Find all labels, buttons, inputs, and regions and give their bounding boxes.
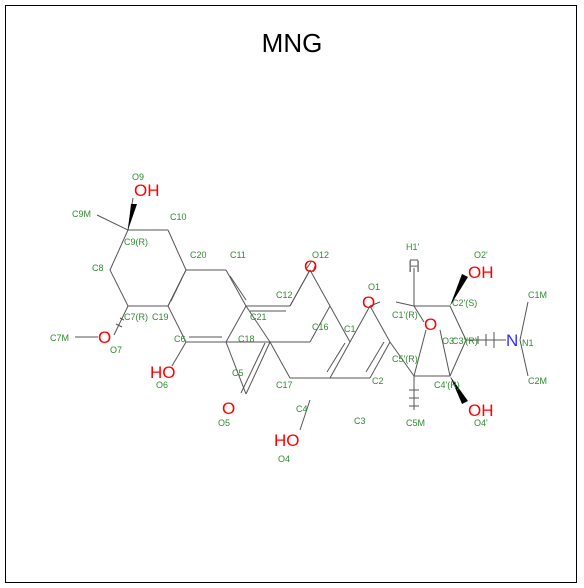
label-c5: C5 xyxy=(232,368,244,378)
diagram-frame xyxy=(5,5,577,583)
label-o7: O7 xyxy=(110,345,122,355)
label-c1p: C1'(R) xyxy=(392,310,418,320)
atom-o1: O xyxy=(362,293,375,312)
label-o4p: O4' xyxy=(474,418,488,428)
atom-labels: O9 C9M C9(R) C10 C8 C20 C11 O12 C12 H1' … xyxy=(50,172,547,464)
label-c2m: C2M xyxy=(528,376,547,386)
label-c7: C7(R) xyxy=(124,312,148,322)
label-o1: O1 xyxy=(368,282,380,292)
label-h1p: H1' xyxy=(406,242,420,252)
label-c11: C11 xyxy=(230,250,246,260)
atom-h1p: H xyxy=(408,257,420,276)
label-c2p: C2'(S) xyxy=(452,298,477,308)
label-c1: C1 xyxy=(344,324,356,334)
label-c21: C21 xyxy=(250,312,267,322)
label-c5p: C5'(R) xyxy=(392,354,418,364)
label-o2p: O2' xyxy=(474,250,488,260)
atom-oh4p: OH xyxy=(468,401,494,420)
label-c7m: C7M xyxy=(50,333,69,343)
atom-oh9: OH xyxy=(134,181,160,200)
label-c9m: C9M xyxy=(72,209,91,219)
label-c19: C19 xyxy=(152,312,169,322)
atom-oh4: HO xyxy=(274,431,300,450)
label-c5m: C5M xyxy=(406,418,425,428)
label-c20: C20 xyxy=(190,250,207,260)
hashed-bonds xyxy=(115,259,495,407)
atom-o7: O xyxy=(98,328,111,347)
label-c1m: C1M xyxy=(528,290,547,300)
label-o6: O6 xyxy=(156,380,168,390)
label-o4: O4 xyxy=(278,454,290,464)
label-c8: C8 xyxy=(92,263,104,273)
bonds xyxy=(75,197,529,431)
label-c18: C18 xyxy=(238,334,255,344)
label-c12: C12 xyxy=(276,290,293,300)
label-o9: O9 xyxy=(132,172,144,182)
label-o3p: O3' xyxy=(442,336,456,346)
wedge-bonds xyxy=(128,204,468,404)
atom-o12: O xyxy=(304,257,317,276)
label-o5: O5 xyxy=(218,418,230,428)
atom-n1: N xyxy=(506,331,518,350)
atom-o5: O xyxy=(222,399,235,418)
label-c9: C9(R) xyxy=(124,237,148,247)
atom-oh6: HO xyxy=(150,363,176,382)
label-c4: C4 xyxy=(296,404,308,414)
label-o12: O12 xyxy=(312,250,329,260)
label-c3: C3 xyxy=(354,416,366,426)
heteroatoms: OH O HO O HO O O O OH OH N H xyxy=(98,181,518,450)
label-c4p: C4'(R) xyxy=(434,380,460,390)
label-c3p: C3'(R) xyxy=(452,336,478,346)
label-c17: C17 xyxy=(276,380,293,390)
label-n1: N1 xyxy=(522,338,534,348)
label-c16: C16 xyxy=(312,322,329,332)
label-c2: C2 xyxy=(372,376,384,386)
atom-o3p: O xyxy=(424,315,437,334)
label-c10: C10 xyxy=(170,212,187,222)
atom-oh2p: OH xyxy=(468,263,494,282)
diagram-title: MNG xyxy=(261,28,323,58)
label-c6: C6 xyxy=(174,334,186,344)
